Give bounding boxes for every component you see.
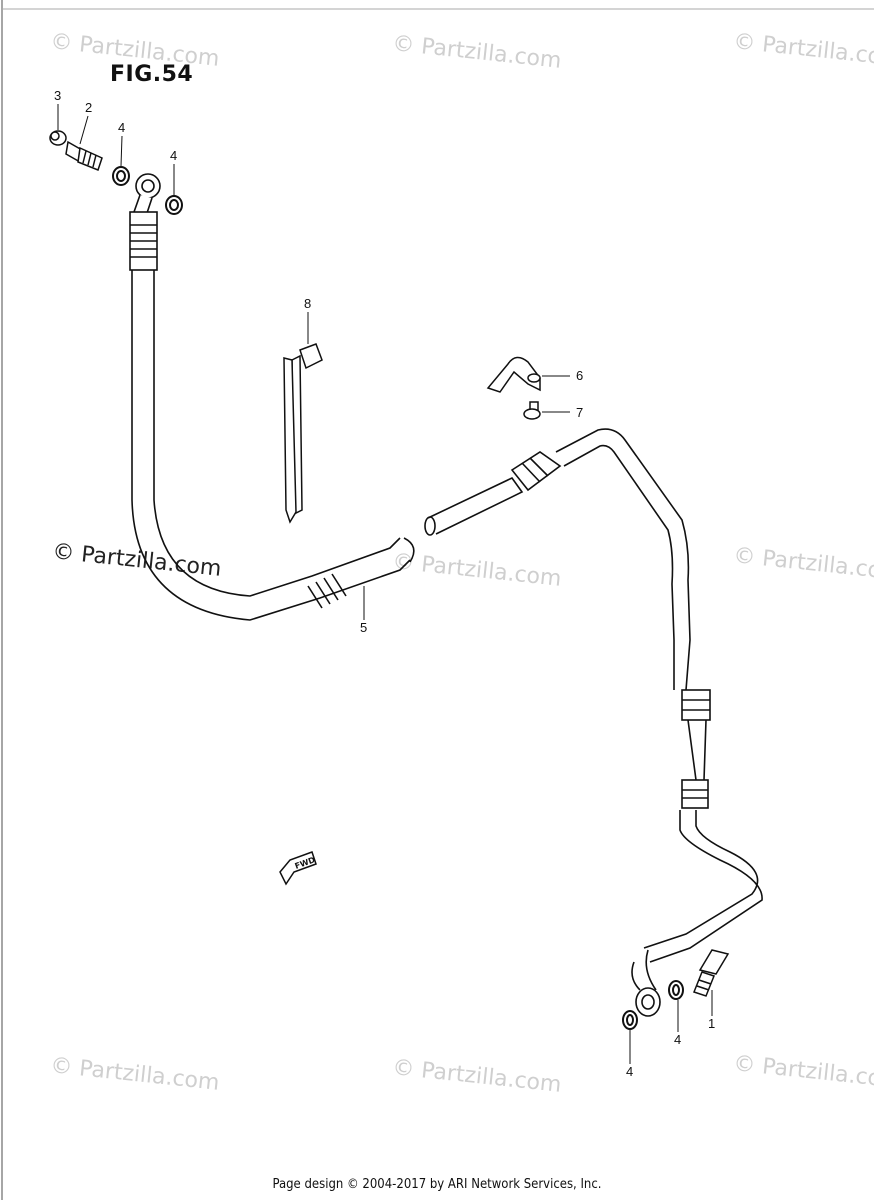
part-8-cable-tie (283, 343, 323, 524)
callout-3: 3 (54, 88, 62, 103)
part-5-brake-hose (129, 211, 415, 621)
part-6-clamp (486, 356, 541, 393)
callout-2: 2 (85, 100, 93, 115)
leader-lines (57, 104, 713, 1064)
callout-1: 1 (708, 1016, 716, 1031)
part-4-washer (165, 195, 183, 215)
callout-6: 6 (576, 368, 584, 383)
callout-8: 8 (304, 296, 312, 311)
callout-7: 7 (576, 405, 584, 420)
callout-4: 4 (170, 148, 178, 163)
part-5-hose-right (510, 428, 763, 1017)
part-5-hose-mid (424, 476, 524, 536)
callout-4: 4 (118, 120, 126, 135)
part-7-bolt (523, 401, 541, 420)
figure-title: FIG.54 (110, 62, 194, 87)
footer-copyright: Page design © 2004-2017 by ARI Network S… (272, 1177, 602, 1192)
part-2-bleeder (65, 140, 103, 171)
callout-5: 5 (360, 620, 368, 635)
part-4-washer (112, 166, 130, 186)
callout-4: 4 (674, 1032, 682, 1047)
fwd-arrow (279, 851, 317, 886)
part-4-washer (622, 1010, 638, 1030)
callout-4: 4 (626, 1064, 634, 1079)
part-4-washer (668, 980, 684, 1000)
part-1-banjo-bolt (693, 949, 730, 997)
part-3-cap (49, 130, 67, 146)
part-5-banjo-fitting (132, 173, 161, 218)
